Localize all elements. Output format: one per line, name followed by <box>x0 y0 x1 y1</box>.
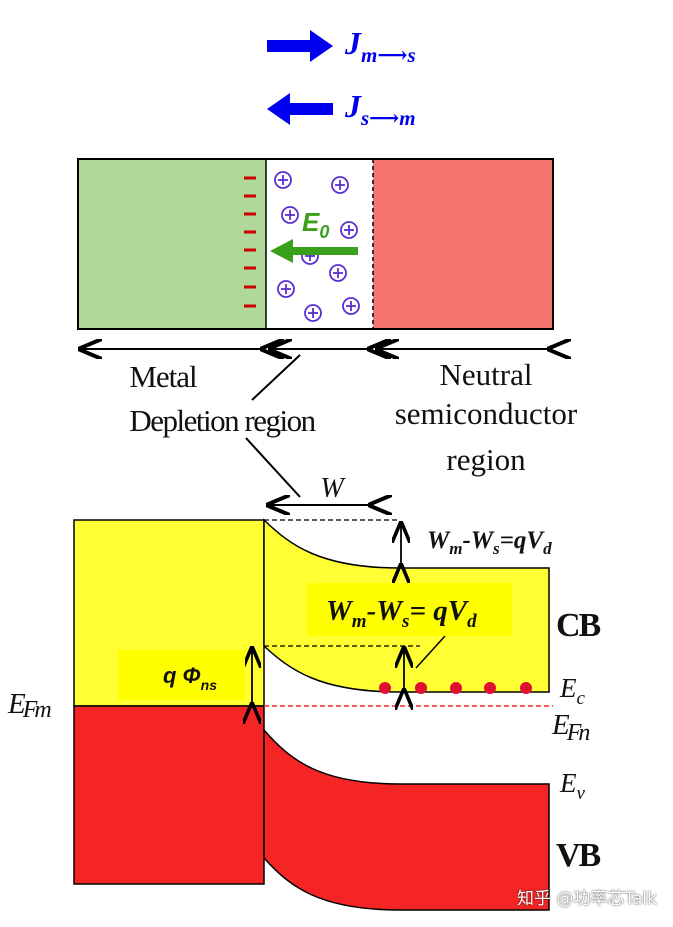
efm-label: EFm <box>7 688 51 723</box>
cb-label: CB <box>556 607 601 644</box>
neutral-label-2: semiconductor <box>395 396 578 431</box>
neutral-region <box>373 159 553 329</box>
vb-label: VB <box>556 837 601 874</box>
flux-m-to-s-sub: m⟶s <box>361 43 416 67</box>
electron-icon <box>520 682 532 694</box>
depletion-region <box>266 159 373 329</box>
metal-label: Metal <box>129 359 197 394</box>
ec-label: Ec <box>559 673 586 709</box>
svg-text:Js⟶m: Js⟶m <box>344 88 416 130</box>
flux-s-to-m: Js⟶m <box>267 88 416 130</box>
valence-band <box>263 727 550 911</box>
width-label: W <box>320 473 346 504</box>
equation-highlight <box>307 583 512 636</box>
flux-s-to-m-sub: s⟶m <box>360 106 416 130</box>
electron-icon <box>415 682 427 694</box>
metal-region <box>78 159 266 329</box>
electron-icon <box>379 682 391 694</box>
left-arrow-icon <box>267 93 333 125</box>
flux-m-to-s: Jm⟶s <box>267 25 416 67</box>
flux-s-to-m-main: J <box>344 88 362 124</box>
electron-icon <box>450 682 462 694</box>
flux-m-to-s-main: J <box>344 25 362 61</box>
plus-ion-icon <box>329 264 347 282</box>
neutral-label-3: region <box>446 442 526 477</box>
region-dimensions <box>80 349 549 498</box>
plus-ion-icon <box>331 176 349 194</box>
top-right-equation: Wm-Ws=qVd <box>427 527 552 558</box>
right-arrow-icon <box>267 30 333 62</box>
field-arrow-icon <box>270 239 358 263</box>
band-diagram: W <box>73 473 553 911</box>
plus-ion-icon <box>274 171 292 189</box>
neutral-label-1: Neutral <box>440 357 533 392</box>
plus-ion-icon <box>342 297 360 315</box>
field-label: E <box>302 207 320 237</box>
plus-ion-icon <box>304 304 322 322</box>
electron-icon <box>484 682 496 694</box>
metal-lower-states <box>73 705 265 885</box>
electrons <box>379 682 532 694</box>
positive-ions <box>274 171 360 322</box>
plus-ion-icon <box>277 280 295 298</box>
svg-text:Jm⟶s: Jm⟶s <box>344 25 416 67</box>
ev-label: Ev <box>559 768 586 804</box>
depletion-label: Depletion region <box>129 403 316 438</box>
region-block: E0 <box>77 158 554 330</box>
efn-label: EFn <box>551 709 589 746</box>
watermark: 知乎 @功率芯Talk <box>517 889 657 909</box>
highlight-equation: Wm-Ws= qVd <box>326 595 477 632</box>
plus-ion-icon <box>340 221 358 239</box>
barrier-highlight <box>118 650 245 700</box>
negative-charges <box>244 176 256 308</box>
field-sub: 0 <box>319 222 329 242</box>
plus-ion-icon <box>281 206 299 224</box>
svg-text:E0: E0 <box>302 207 329 242</box>
